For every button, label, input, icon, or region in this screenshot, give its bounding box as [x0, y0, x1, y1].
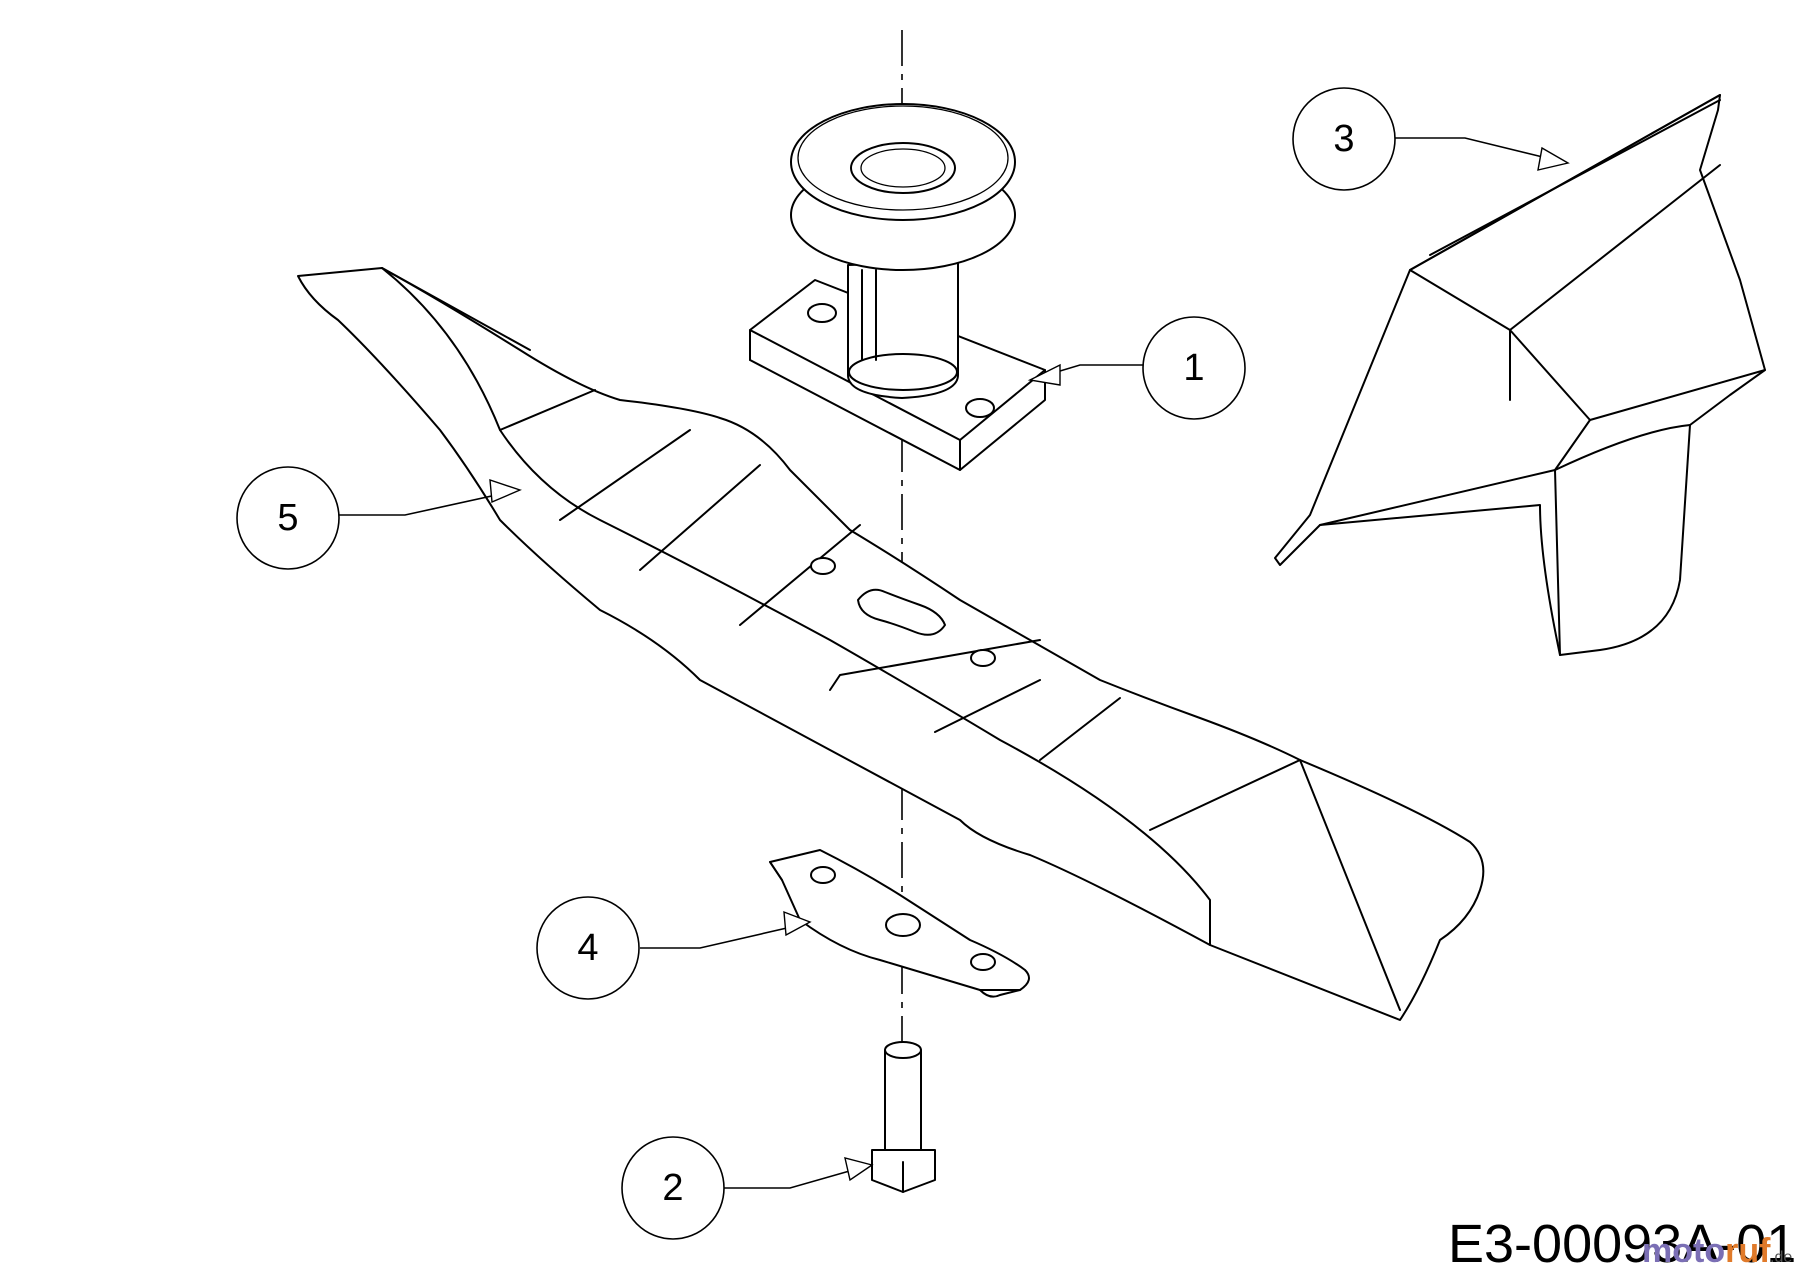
- callout-3: 3: [1292, 87, 1396, 191]
- watermark-suffix: .de: [1770, 1249, 1792, 1266]
- callout-5-label: 5: [277, 497, 298, 539]
- part-blade: [297, 267, 1485, 1021]
- callout-4: 4: [536, 896, 640, 1000]
- callout-3-label: 3: [1333, 118, 1354, 160]
- plate-pin-2: [970, 953, 996, 971]
- callout-4-label: 4: [577, 927, 598, 969]
- callout-1-label: 1: [1183, 347, 1204, 389]
- plate-pin-1: [810, 866, 836, 884]
- watermark-logo: motoruf .de: [1642, 1232, 1792, 1270]
- plate-center-hole: [885, 913, 921, 937]
- callout-5: 5: [236, 466, 340, 570]
- svg-text:motoruf: motoruf: [1642, 1232, 1771, 1270]
- leaders: [337, 137, 1570, 1189]
- blade-hole-left: [810, 557, 836, 575]
- part-bolt: [871, 1041, 936, 1193]
- callout-2-label: 2: [662, 1167, 683, 1209]
- part-pulley-spindle: [749, 103, 1046, 471]
- watermark-brand-part2: ruf: [1725, 1232, 1771, 1270]
- drawing-code: E3-00093A-01: [1448, 1214, 1796, 1272]
- part-plate: [769, 849, 1030, 998]
- callout-1: 1: [1142, 316, 1246, 420]
- blade-center-hole: [857, 588, 946, 636]
- bracket-hole-2: [965, 398, 995, 418]
- part-deflector: [1274, 94, 1766, 656]
- blade-hole-right: [970, 649, 996, 667]
- bracket-hole-1: [807, 303, 837, 323]
- watermark-brand-part1: moto: [1642, 1232, 1725, 1270]
- callout-2: 2: [621, 1136, 725, 1240]
